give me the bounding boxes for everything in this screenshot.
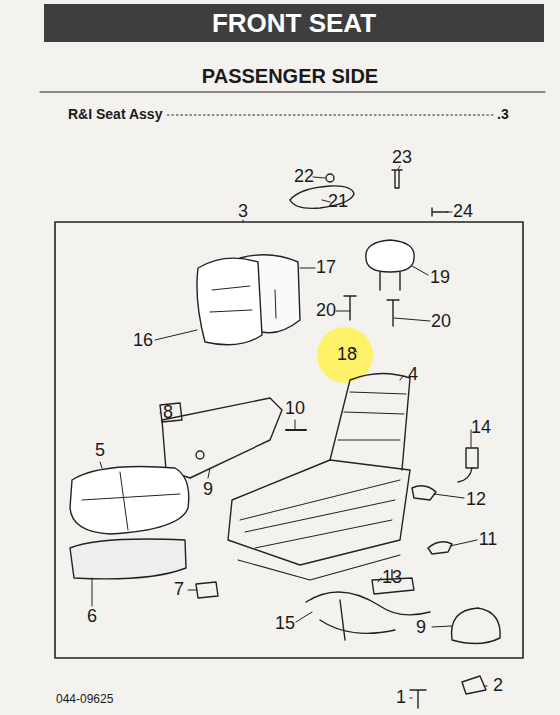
figure-number: 044-09625	[56, 693, 113, 706]
bracket-part	[428, 542, 452, 554]
callout-number: 4	[408, 365, 418, 385]
bolt-part	[344, 296, 399, 326]
callout-number: 11	[479, 530, 498, 550]
callout-number: 1	[396, 688, 406, 708]
back-cover	[197, 258, 262, 345]
cap-part	[326, 174, 334, 182]
rule-line	[40, 91, 545, 92]
header-band: FRONT SEAT	[44, 4, 544, 42]
knob-cover	[452, 608, 501, 644]
callout-number: 16	[133, 331, 153, 351]
washer-part	[462, 676, 486, 694]
callout-number: 6	[87, 607, 97, 627]
callout-number: 14	[471, 418, 491, 438]
seam-line	[210, 286, 252, 312]
callout-number: 17	[316, 258, 336, 278]
callout-number: 10	[285, 399, 305, 419]
wire-harness	[306, 592, 430, 640]
callout-number: 23	[392, 148, 412, 168]
switch-part	[466, 448, 478, 468]
cushion-pad	[70, 539, 186, 579]
frame-spring	[338, 392, 406, 440]
frame-box	[55, 222, 523, 658]
hole	[196, 451, 204, 459]
callout-number: 21	[328, 192, 348, 212]
clip-part	[196, 582, 218, 598]
highlight-circle	[317, 327, 373, 383]
side-cover	[162, 398, 282, 478]
callout-number: 19	[430, 268, 450, 288]
dot-leader	[167, 114, 493, 115]
seat-track	[238, 555, 400, 580]
callout-number: 24	[453, 202, 473, 222]
callout-number: 12	[466, 490, 486, 510]
seam-line	[82, 472, 180, 530]
callout-number: 13	[382, 568, 402, 588]
callout-number: 9	[416, 618, 426, 638]
heading-text: PASSENGER SIDE	[202, 65, 378, 87]
callout-number: 3	[238, 202, 248, 222]
callout-number: 22	[294, 167, 314, 187]
clip-part	[160, 403, 182, 422]
seam-line	[275, 290, 276, 318]
callout-number: 8	[163, 403, 173, 423]
callout-number: 5	[95, 441, 105, 461]
clip-part	[432, 208, 448, 216]
frame-rail	[240, 480, 400, 548]
bar-part	[286, 429, 306, 431]
cushion-cover	[70, 467, 189, 535]
seat-frame	[228, 460, 410, 565]
leader-lines	[92, 166, 487, 698]
heading-text: .3	[497, 107, 509, 122]
heading-text: R&I Seat Assy	[68, 107, 162, 122]
callout-number: 15	[275, 614, 295, 634]
bracket-part	[412, 486, 436, 500]
callout-number: 7	[174, 580, 184, 600]
callout-number: 20	[431, 312, 451, 332]
back-frame	[330, 373, 410, 470]
screw-part	[392, 170, 402, 188]
wire	[458, 468, 472, 482]
headrest-post	[380, 272, 400, 290]
callout-number: 2	[493, 676, 503, 696]
headrest-part	[366, 240, 414, 272]
screw-part	[410, 690, 426, 708]
callout-number: 18	[337, 345, 357, 365]
callout-number: 20	[316, 301, 336, 321]
page-title: FRONT SEAT	[44, 4, 544, 42]
callout-number: 9	[203, 480, 213, 500]
